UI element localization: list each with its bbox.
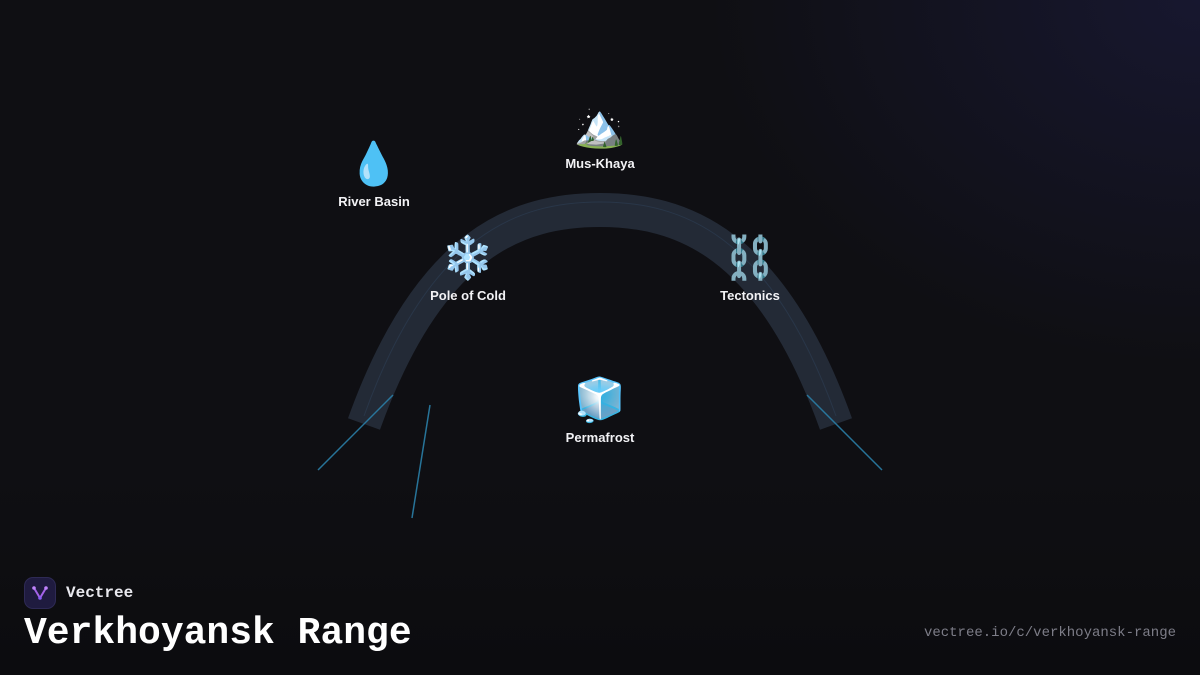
brand[interactable]: Vectree bbox=[24, 577, 133, 609]
range-arch bbox=[348, 192, 852, 430]
page-title: Verkhoyansk Range bbox=[24, 612, 412, 655]
ice-cube-icon: 🧊 bbox=[573, 375, 627, 424]
snowflake-icon: ❄️ bbox=[441, 233, 495, 282]
node-label: Permafrost bbox=[565, 430, 635, 445]
snow-mountain-icon: 🏔️ bbox=[573, 101, 627, 150]
range-arch-inner-line bbox=[363, 201, 837, 417]
node-label: Pole of Cold bbox=[430, 288, 506, 303]
node-permafrost[interactable]: 🧊 Permafrost bbox=[566, 376, 635, 446]
node-label: River Basin bbox=[338, 194, 410, 209]
connector-line-right bbox=[806, 394, 883, 471]
node-mus-khaya[interactable]: 🏔️ Mus-Khaya bbox=[565, 102, 634, 172]
node-label: Tectonics bbox=[720, 288, 780, 303]
node-river-basin[interactable]: 💧 River Basin bbox=[338, 140, 410, 210]
water-drop-icon: 💧 bbox=[347, 139, 401, 188]
chain-icon: ⛓️ bbox=[723, 233, 777, 282]
node-pole-of-cold[interactable]: ❄️ Pole of Cold bbox=[430, 234, 506, 304]
node-tectonics[interactable]: ⛓️ Tectonics bbox=[720, 234, 780, 304]
page-url[interactable]: vectree.io/c/verkhoyansk-range bbox=[923, 625, 1176, 641]
connector-line-left-inner bbox=[411, 404, 431, 519]
node-label: Mus-Khaya bbox=[565, 156, 635, 171]
connector-line-left bbox=[317, 394, 394, 471]
brand-name: Vectree bbox=[66, 584, 134, 602]
vectree-logo-icon bbox=[24, 577, 56, 609]
